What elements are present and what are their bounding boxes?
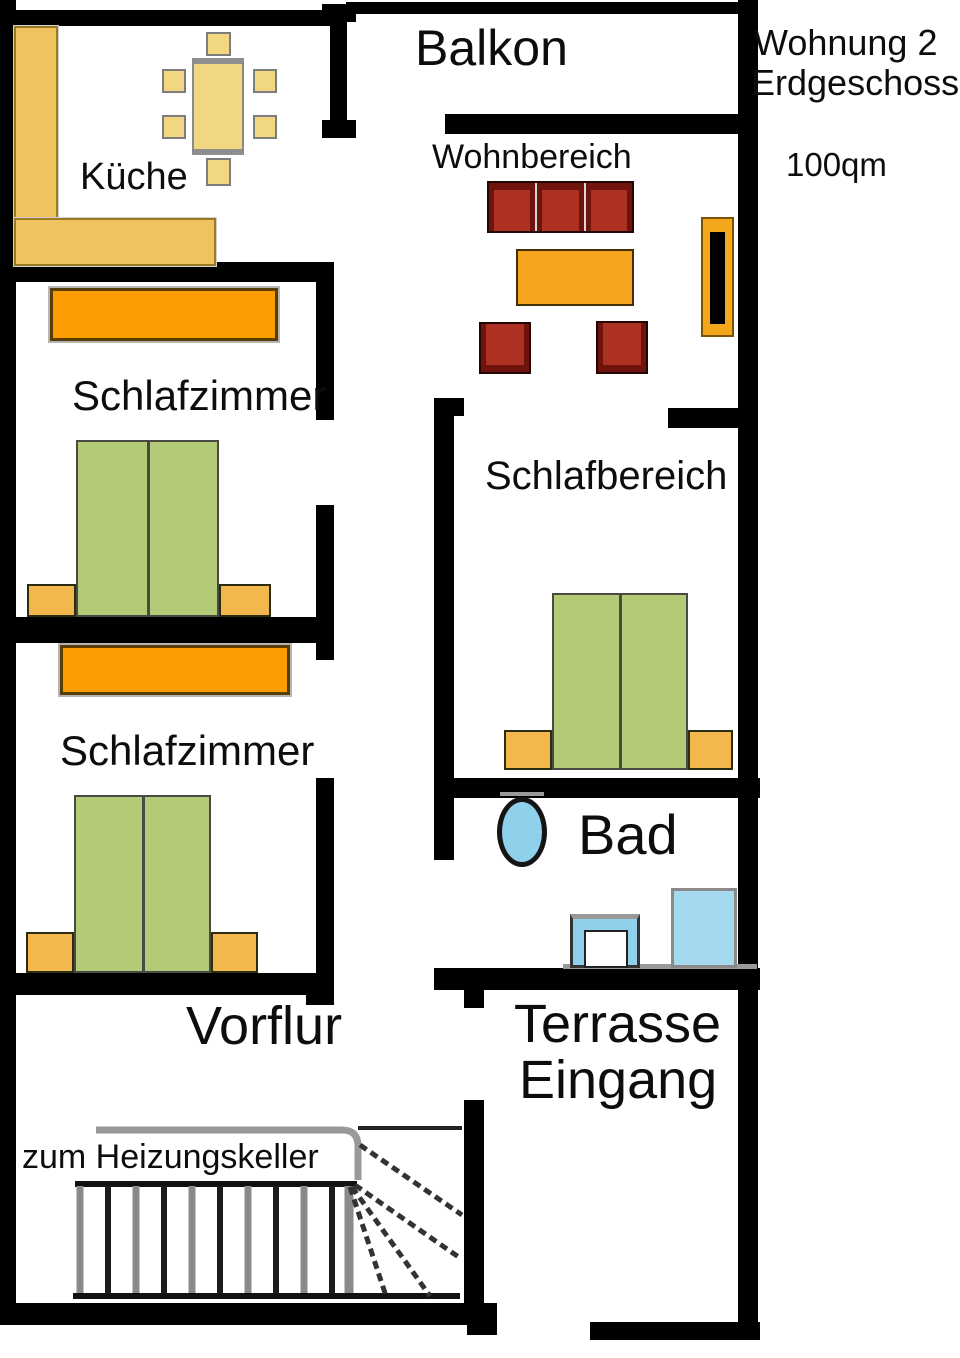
tv-screen — [710, 232, 725, 324]
wardrobe-symbol — [58, 643, 292, 697]
wall-bad-bottom — [434, 968, 760, 990]
wall-stairwell-right — [464, 1100, 484, 1324]
chair-symbol — [206, 158, 231, 186]
bath-floor-line — [500, 792, 544, 796]
double-bed-symbol — [76, 440, 219, 617]
chair-symbol — [253, 115, 277, 139]
wall-bedroom2-bottom — [0, 973, 334, 995]
bath-floor-line — [563, 964, 757, 969]
apartment-area: 100qm — [786, 146, 887, 183]
wall-sleep-bad — [434, 778, 760, 798]
wall-bedroom2-stub — [306, 995, 334, 1005]
room-label-wohnbereich: Wohnbereich — [432, 138, 632, 176]
room-label-eingang: Eingang — [519, 1050, 718, 1110]
toilet-symbol — [570, 914, 640, 968]
wall-balcony-left — [330, 4, 347, 138]
wall-balcony-cap-bot — [322, 120, 356, 138]
wall-between-bedrooms — [0, 617, 334, 643]
chair-symbol — [253, 69, 277, 93]
apartment-title-line1: Wohnung 2 — [754, 22, 938, 63]
chair-symbol — [162, 115, 186, 139]
wall-right-outer — [738, 0, 758, 1340]
wall-corridor-cap — [434, 398, 464, 416]
dining-table-symbol — [192, 58, 244, 155]
room-label-vorflur: Vorflur — [186, 996, 343, 1056]
chair-symbol — [162, 69, 186, 93]
room-label-kueche: Küche — [80, 156, 188, 198]
room-label-schlafzimmer1: Schlafzimmer — [72, 372, 327, 419]
armchair-symbol — [596, 321, 648, 374]
coffee-table-symbol — [516, 249, 634, 306]
shower-symbol — [671, 888, 737, 968]
wall-balcony-top — [346, 2, 758, 14]
double-bed-symbol — [74, 795, 211, 973]
double-bed-symbol — [552, 593, 688, 770]
room-label-bad: Bad — [578, 803, 678, 866]
wall-bottom-outer — [0, 1303, 497, 1325]
nightstand-symbol — [688, 730, 733, 770]
stairs-symbol — [73, 1126, 464, 1299]
wall-kitchen-top — [12, 10, 334, 26]
toilet-bowl — [584, 930, 628, 968]
nightstand-symbol — [504, 730, 552, 770]
wall-balcony-bottom — [445, 114, 758, 134]
stairs-label-band — [16, 1140, 350, 1180]
wall-bedroom2-right — [316, 778, 334, 995]
room-label-schlafzimmer2: Schlafzimmer — [60, 727, 315, 774]
stairs-note-label: zum Heizungskeller — [22, 1138, 319, 1176]
sofa-symbol — [487, 181, 634, 233]
wall-living-sleep-div — [668, 408, 740, 428]
room-label-terrasse: Terrasse — [514, 994, 722, 1054]
nightstand-symbol — [27, 584, 76, 617]
armchair-symbol — [479, 322, 531, 374]
wall-terrace-stub — [464, 990, 484, 1008]
wall-terrace-bottom — [590, 1322, 760, 1340]
nightstand-symbol — [26, 932, 74, 973]
kitchen-counter-bottom-symbol — [13, 217, 217, 267]
apartment-title-line2: Erdgeschoss — [751, 62, 960, 103]
room-label-balkon: Balkon — [415, 20, 568, 76]
room-label-schlafbereich: Schlafbereich — [485, 454, 728, 498]
wall-bedroom1-right-a — [316, 262, 334, 420]
wall-bottom-step — [467, 1325, 497, 1335]
wall-corridor-right — [434, 398, 454, 860]
chair-symbol — [206, 32, 231, 56]
wardrobe-symbol — [48, 286, 280, 343]
sink-symbol — [497, 797, 547, 867]
wall-kitchen-bottom — [0, 262, 334, 282]
nightstand-symbol — [219, 584, 271, 617]
nightstand-symbol — [211, 932, 258, 973]
tv-board-symbol — [701, 217, 734, 337]
